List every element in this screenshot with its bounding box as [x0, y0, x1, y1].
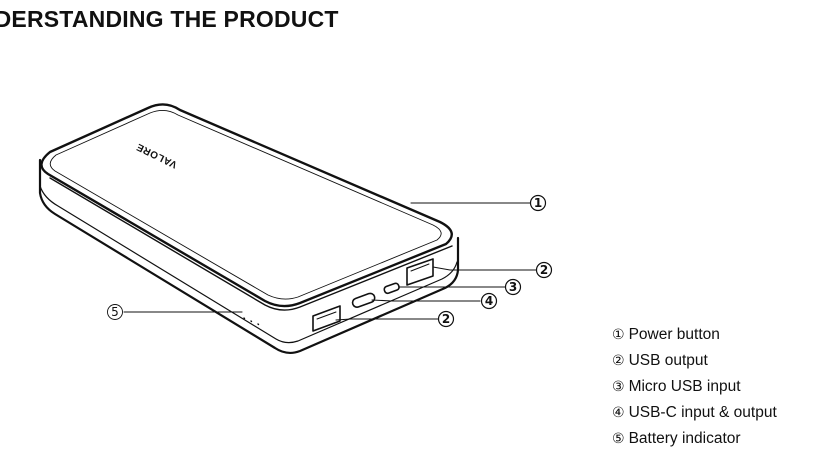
callout-circle-1: [529, 194, 547, 212]
power-bank-bottom-edge: [39, 185, 458, 344]
callout-circle-3: [504, 278, 522, 296]
usb-a-port-left: [312, 305, 341, 332]
callout-circle-5: [107, 304, 123, 320]
usb-a-port-right: [406, 258, 434, 286]
page-title: IDERSTANDING THE PRODUCT: [0, 6, 339, 32]
battery-indicator-leds: [243, 317, 260, 326]
callout-number-1: 1: [534, 196, 542, 210]
micro-usb-port: [383, 282, 400, 295]
power-bank-side-edge: [49, 177, 453, 311]
callout-circle-4: [480, 292, 498, 310]
callout-circle-2b: [437, 310, 455, 328]
power-bank-body: [38, 158, 460, 355]
brand-logo: VALORE: [135, 141, 179, 170]
callout-number-2b: 2: [442, 312, 450, 326]
callout-number-3: 3: [509, 280, 517, 294]
usb-c-port: [351, 292, 376, 308]
power-bank-top-bevel: [49, 110, 442, 300]
power-bank-top-face: [40, 103, 453, 308]
callout-number-2a: 2: [540, 263, 548, 277]
leader-lines: [123, 202, 537, 321]
callout-number-5: 5: [111, 305, 119, 319]
callout-number-4: 4: [485, 294, 493, 308]
callout-circle-2a: [535, 261, 553, 279]
